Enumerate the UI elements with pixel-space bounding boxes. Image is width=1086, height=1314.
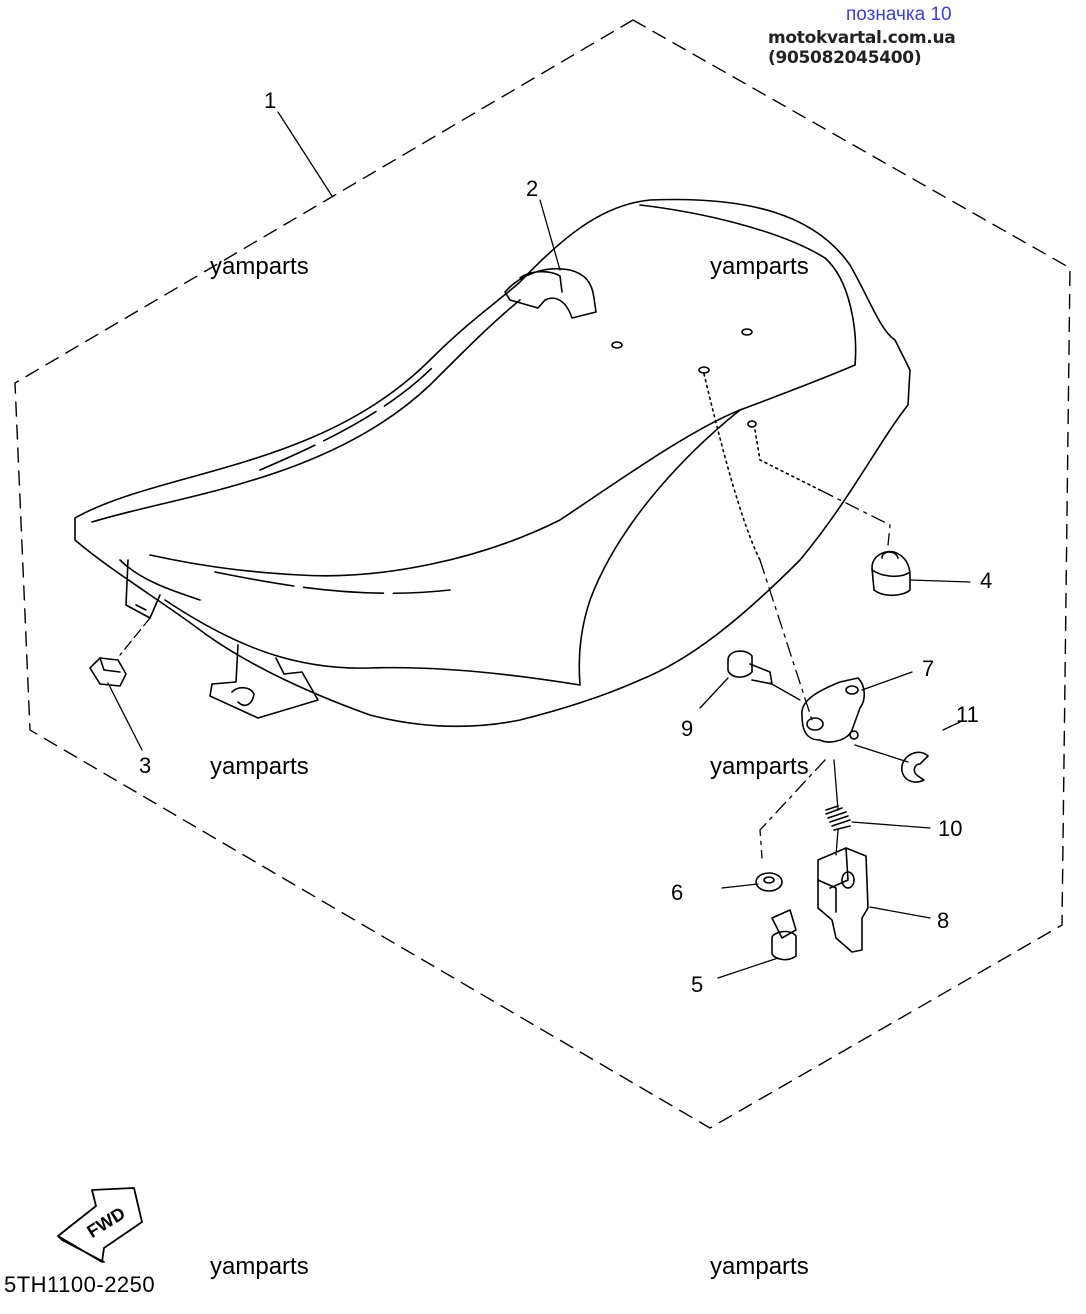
- watermark: yamparts: [710, 753, 809, 780]
- callout-10: 10: [938, 816, 963, 841]
- watermark: yamparts: [710, 1253, 809, 1280]
- callout-11: 11: [956, 702, 979, 727]
- callout-3: 3: [139, 753, 152, 778]
- callout-2: 2: [526, 176, 539, 201]
- watermark: yamparts: [210, 1253, 309, 1280]
- small-parts: [89, 550, 929, 961]
- header-site: motokvartal.com.ua (905082045400): [768, 28, 956, 68]
- seat-drawing: [74, 198, 911, 728]
- callout-6: 6: [671, 880, 684, 905]
- callout-8: 8: [937, 908, 950, 933]
- diagram-code: 5TH1100-2250: [4, 1272, 156, 1297]
- leader-lines: [107, 111, 971, 979]
- watermark: yamparts: [210, 753, 309, 780]
- fwd-arrow-icon: [57, 1187, 143, 1263]
- callout-9: 9: [681, 716, 694, 741]
- watermark: yamparts: [710, 253, 809, 280]
- assembly-boundary: [14, 19, 1071, 1129]
- watermark: yamparts: [210, 253, 309, 280]
- callout-4: 4: [980, 568, 993, 593]
- callout-1: 1: [264, 88, 277, 113]
- header-title: позначка 10: [846, 4, 952, 25]
- callout-5: 5: [691, 972, 704, 997]
- callout-7: 7: [922, 656, 935, 681]
